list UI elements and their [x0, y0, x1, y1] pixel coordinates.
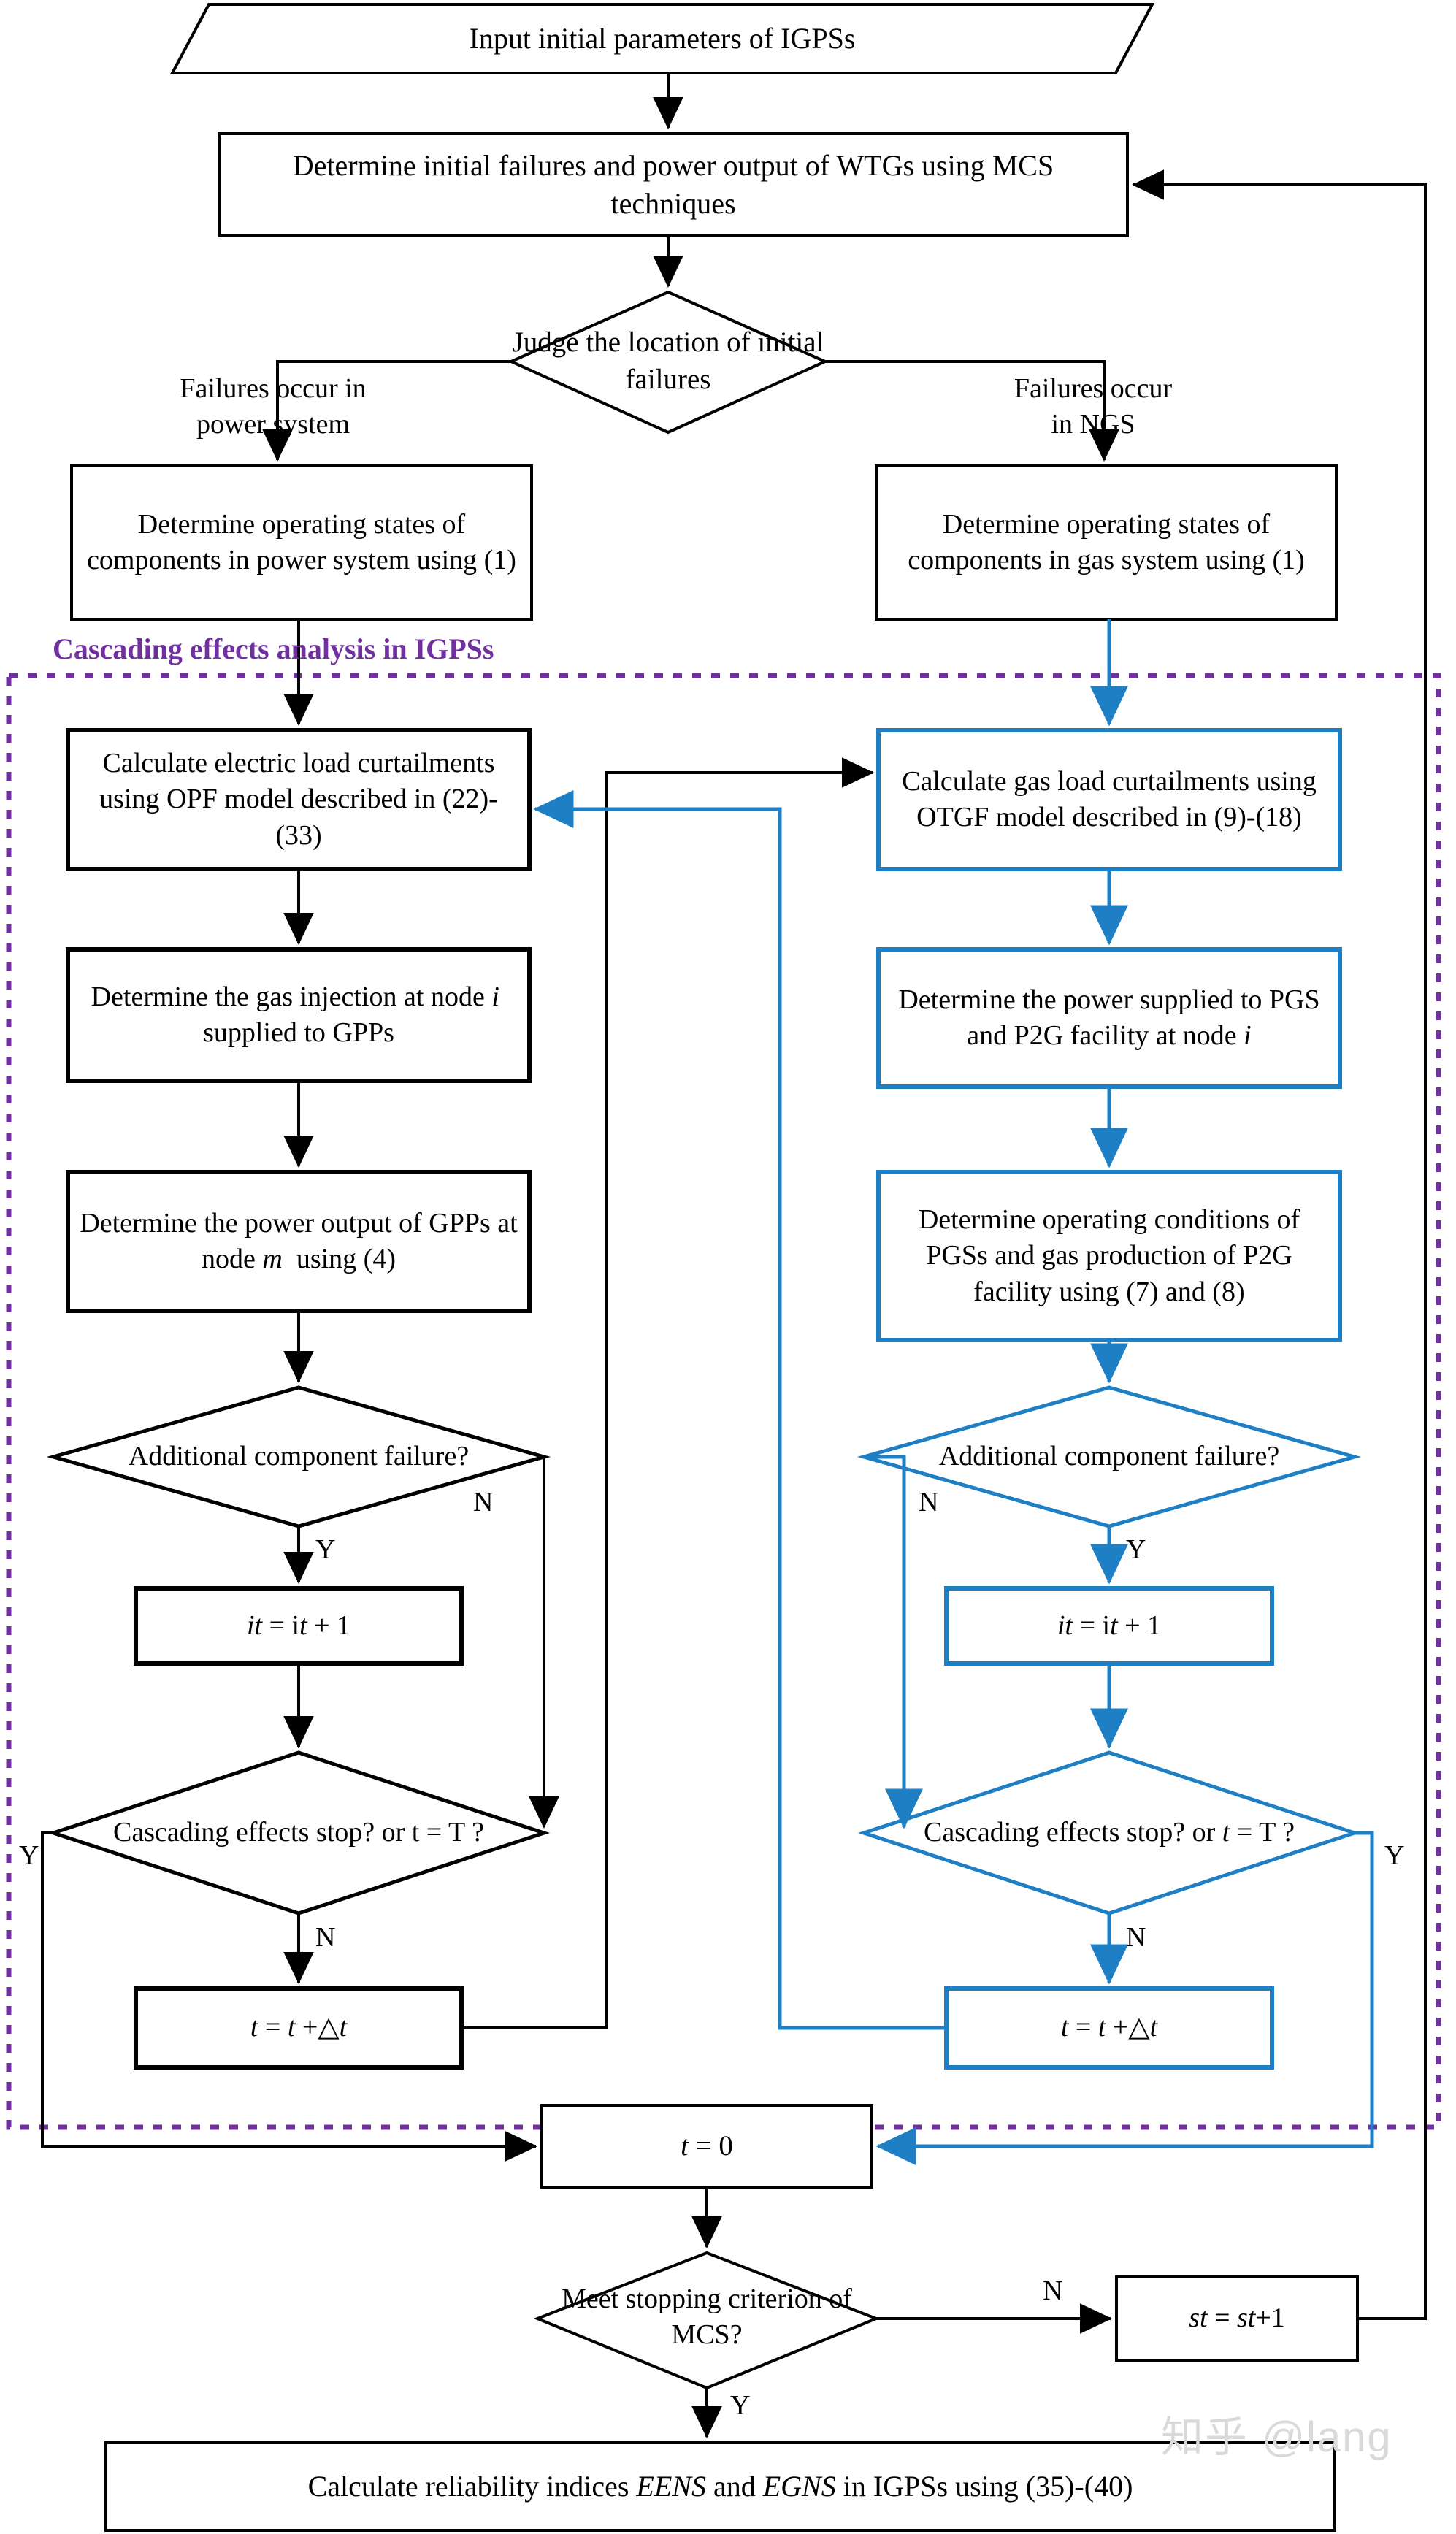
t-increment-left-shape	[134, 1986, 464, 2070]
edge-label-right-cascade-yes: Y	[1384, 1840, 1405, 1871]
edge-label-left-addfail-yes: Y	[315, 1534, 336, 1565]
t-increment-right-shape	[944, 1986, 1274, 2070]
calc-reliability-shape	[104, 2441, 1336, 2532]
input-params-shape	[169, 3, 1155, 74]
it-increment-left-shape	[134, 1586, 464, 1666]
cascading-stop-left-shape	[47, 1750, 551, 1915]
additional-failure-left-shape	[46, 1385, 551, 1528]
pgs-conditions-shape	[876, 1170, 1342, 1342]
gas-injection-shape	[66, 947, 532, 1083]
t-reset-shape	[540, 2104, 873, 2189]
edge-stinc-feedback	[1132, 169, 1427, 2320]
edge-tinc-left-to-gascurtail	[461, 757, 874, 2029]
gas-states-shape	[875, 464, 1338, 621]
gpp-output-shape	[66, 1170, 532, 1313]
edge-judge-to-power-states	[262, 360, 511, 462]
edge-judge-to-gas-states	[825, 360, 1119, 462]
edge-label-right-cascade-no: N	[1126, 1922, 1146, 1953]
edge-cascade-left-yes	[41, 1831, 537, 2162]
watermark: 知乎 @lang	[1161, 2414, 1392, 2461]
edge-label-left-cascade-yes: Y	[19, 1840, 39, 1871]
cascading-stop-right-shape	[857, 1750, 1361, 1915]
edge-tinc-right-to-electriccurtail	[533, 789, 946, 2030]
judge-location-shape	[507, 290, 829, 435]
cascading-group-boundary	[6, 673, 1441, 2130]
gas-curtailment-shape	[876, 728, 1342, 871]
edge-cascade-right-yes	[875, 1831, 1374, 2165]
meet-stopping-shape	[533, 2251, 881, 2390]
initial-failures-shape	[218, 132, 1129, 237]
power-supplied-shape	[876, 947, 1342, 1089]
it-increment-right-shape	[944, 1586, 1274, 1666]
edge-label-mcs-no: N	[1043, 2275, 1063, 2306]
st-increment-shape	[1115, 2275, 1359, 2362]
edge-label-right-addfail-no: N	[919, 1487, 939, 1517]
edge-addfail-right-no	[864, 1455, 923, 1829]
electric-curtailment-shape	[66, 728, 532, 871]
power-states-shape	[70, 464, 533, 621]
edge-label-left-cascade-no: N	[315, 1922, 336, 1953]
edge-label-mcs-yes: Y	[730, 2390, 751, 2421]
edge-label-left-addfail-no: N	[473, 1487, 494, 1517]
cascading-group-label: Cascading effects analysis in IGPSs	[53, 632, 494, 665]
edge-label-right-addfail-yes: Y	[1126, 1534, 1146, 1565]
